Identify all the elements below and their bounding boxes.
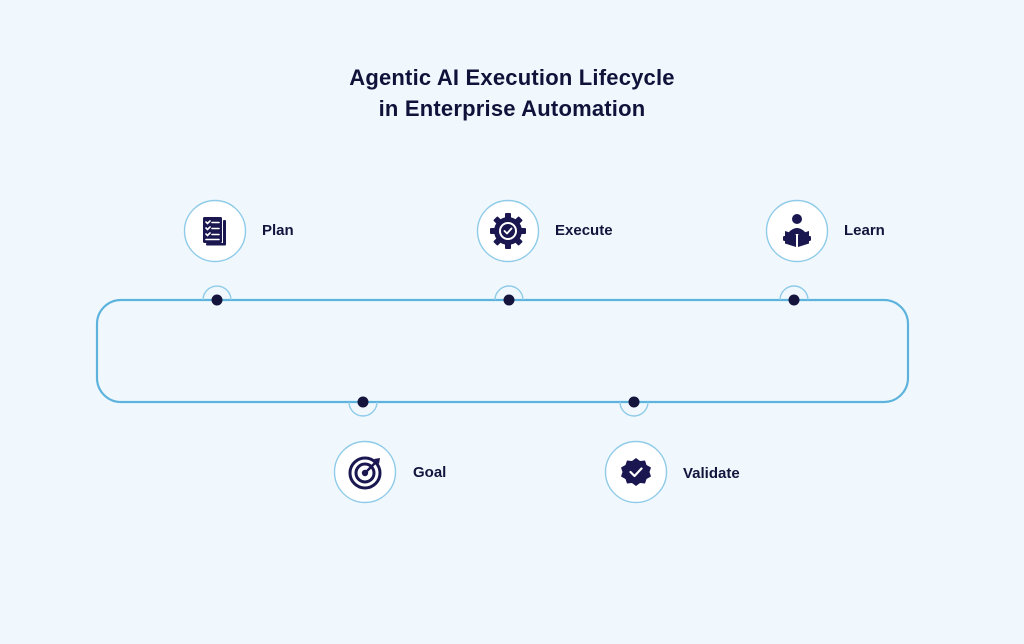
learn-connector: [779, 285, 809, 306]
target-icon: [348, 456, 382, 490]
validate-node: [628, 396, 640, 408]
goal-icon-circle: [333, 440, 397, 504]
person-reading-icon: [783, 214, 811, 247]
goal-node: [357, 396, 369, 408]
plan-icon-circle: [183, 199, 247, 263]
stage-label-execute: Execute: [555, 222, 613, 239]
validate-icon-circle: [604, 440, 668, 504]
execute-icon-circle: [476, 199, 540, 263]
learn-icon-circle: [765, 199, 829, 263]
diagram-title: Agentic AI Execution Lifecycle in Enterp…: [0, 62, 1024, 124]
checklist-icon: [203, 217, 226, 246]
plan-connector: [202, 285, 232, 306]
stage-label-goal: Goal: [413, 464, 447, 481]
stage-label-validate: Validate: [683, 465, 740, 482]
title-line-1: Agentic AI Execution Lifecycle: [349, 65, 675, 90]
stage-label-plan: Plan: [262, 222, 294, 239]
learn-node: [788, 294, 800, 306]
title-line-2: in Enterprise Automation: [378, 96, 646, 121]
execute-node: [503, 294, 515, 306]
execute-connector: [494, 285, 524, 306]
gear-check-icon: [490, 213, 526, 249]
goal-connector: [348, 396, 378, 417]
lifecycle-loop: [95, 298, 910, 404]
stage-label-learn: Learn: [844, 222, 885, 239]
verified-badge-icon: [621, 458, 651, 486]
validate-connector: [619, 396, 649, 417]
plan-node: [211, 294, 223, 306]
